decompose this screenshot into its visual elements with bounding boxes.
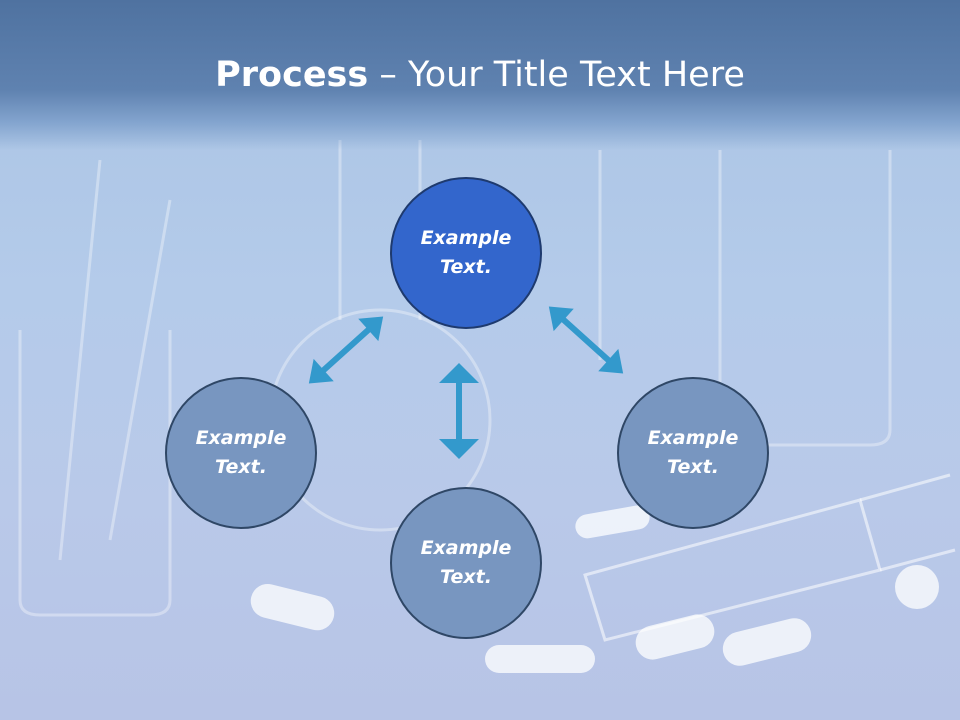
double-arrow-icon [548,306,624,374]
node-right-label: Example Text. [647,427,739,478]
title-bold: Process [215,55,369,95]
double-arrow-icon [308,316,384,384]
node-top-label: Example Text. [420,227,512,278]
process-node-right[interactable]: Example Text. [617,377,769,529]
title-bar: Process – Your Title Text Here [0,0,960,150]
slide-title[interactable]: Process – Your Title Text Here [0,50,960,100]
node-bottom-label: Example Text. [420,537,512,588]
process-node-top[interactable]: Example Text. [390,177,542,329]
process-node-bottom[interactable]: Example Text. [390,487,542,639]
node-left-label: Example Text. [195,427,287,478]
double-arrow-icon [439,363,479,459]
process-node-left[interactable]: Example Text. [165,377,317,529]
title-rest: – Your Title Text Here [368,55,745,95]
